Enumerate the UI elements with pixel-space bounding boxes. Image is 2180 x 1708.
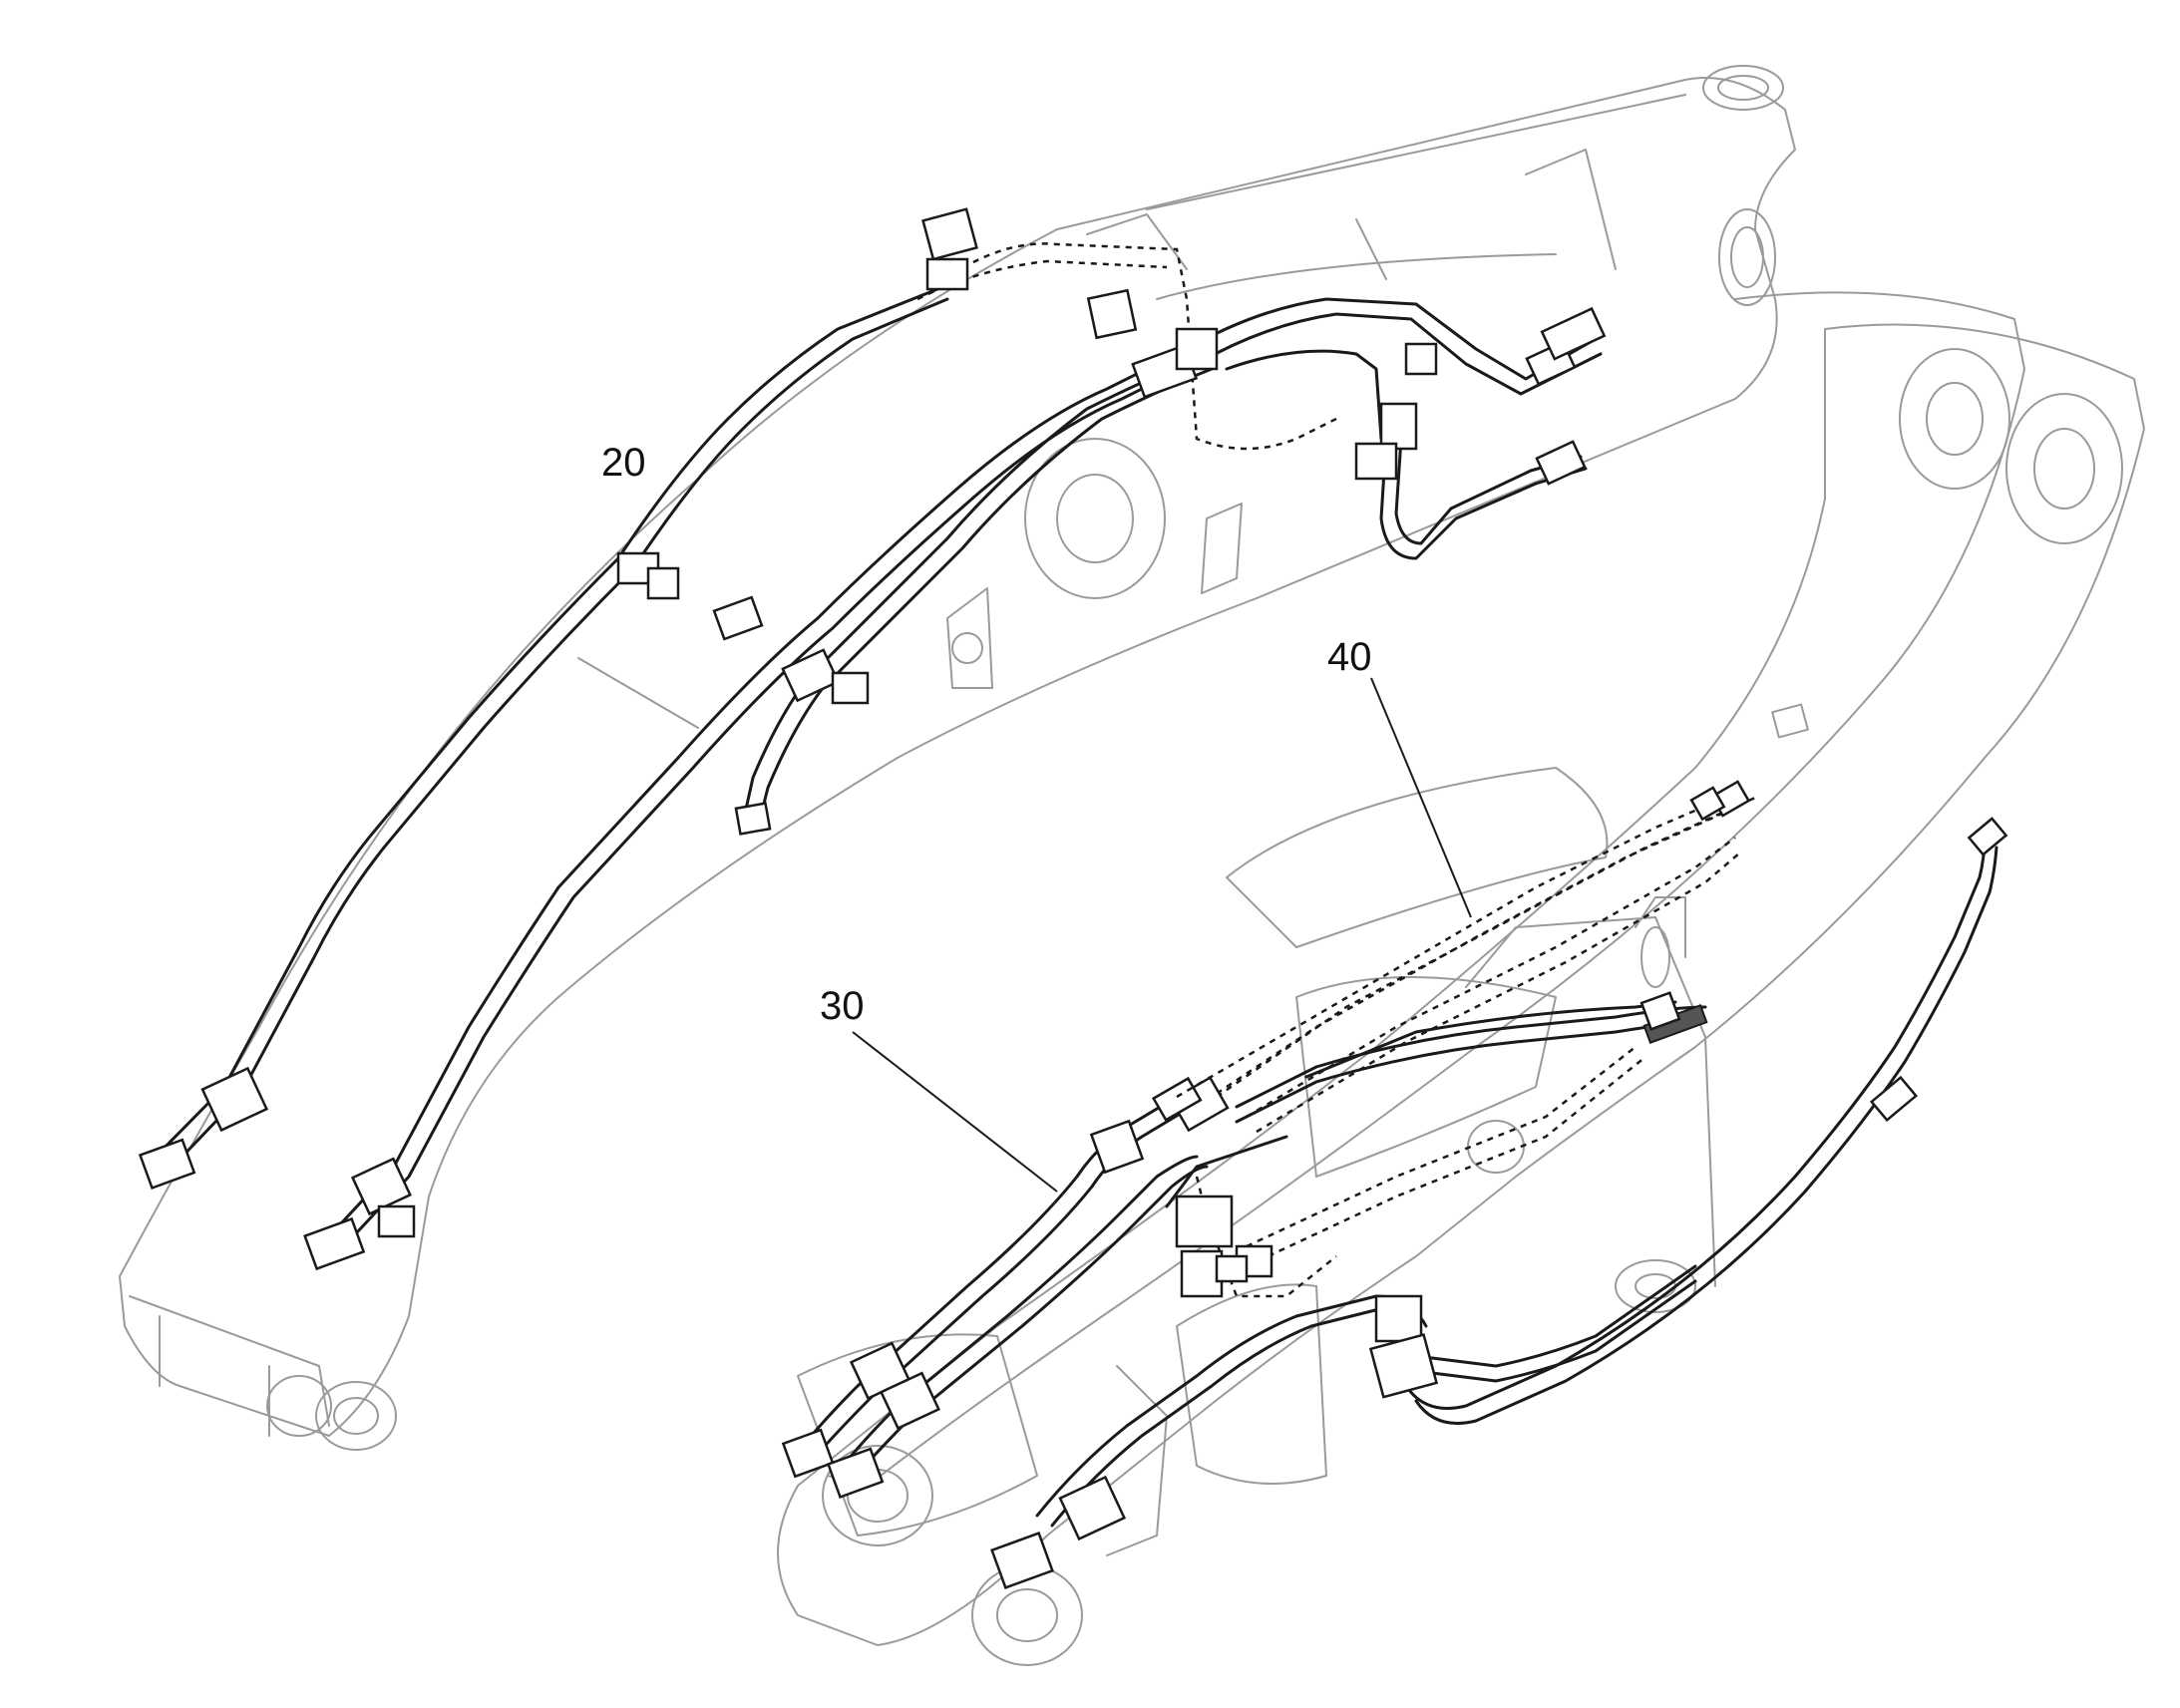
lower-arm	[777, 291, 2145, 1666]
upper-boom	[119, 65, 1796, 1451]
leader-line-40	[1370, 677, 1472, 918]
hose-group-20	[138, 207, 1607, 1271]
reference-label-40: 40	[1327, 635, 1372, 679]
line-group-40	[1176, 780, 1751, 1134]
reference-label-20: 20	[601, 441, 646, 485]
leader-line-30	[852, 1031, 1058, 1193]
hose-group-30	[781, 796, 2008, 1589]
reference-label-30: 30	[820, 984, 865, 1028]
